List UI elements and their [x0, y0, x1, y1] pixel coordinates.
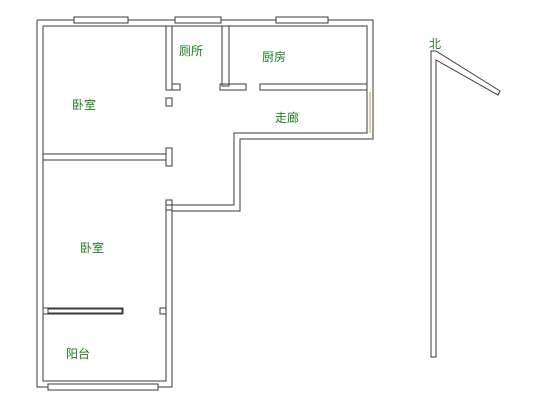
windows — [47, 16, 329, 391]
room-label-toilet: 厕所 — [179, 44, 204, 58]
room-label-balcony: 阳台 — [66, 347, 91, 361]
outer-walls — [36, 19, 374, 388]
room-label-bedroom-top: 卧室 — [72, 98, 97, 112]
room-label-kitchen: 厨房 — [262, 50, 287, 64]
compass-north-label: 北 — [429, 37, 442, 51]
room-label-bedroom-bottom: 卧室 — [80, 241, 105, 255]
interior-walls — [42, 25, 368, 315]
room-label-corridor: 走廊 — [275, 111, 300, 125]
north-arrow-icon — [430, 50, 501, 358]
